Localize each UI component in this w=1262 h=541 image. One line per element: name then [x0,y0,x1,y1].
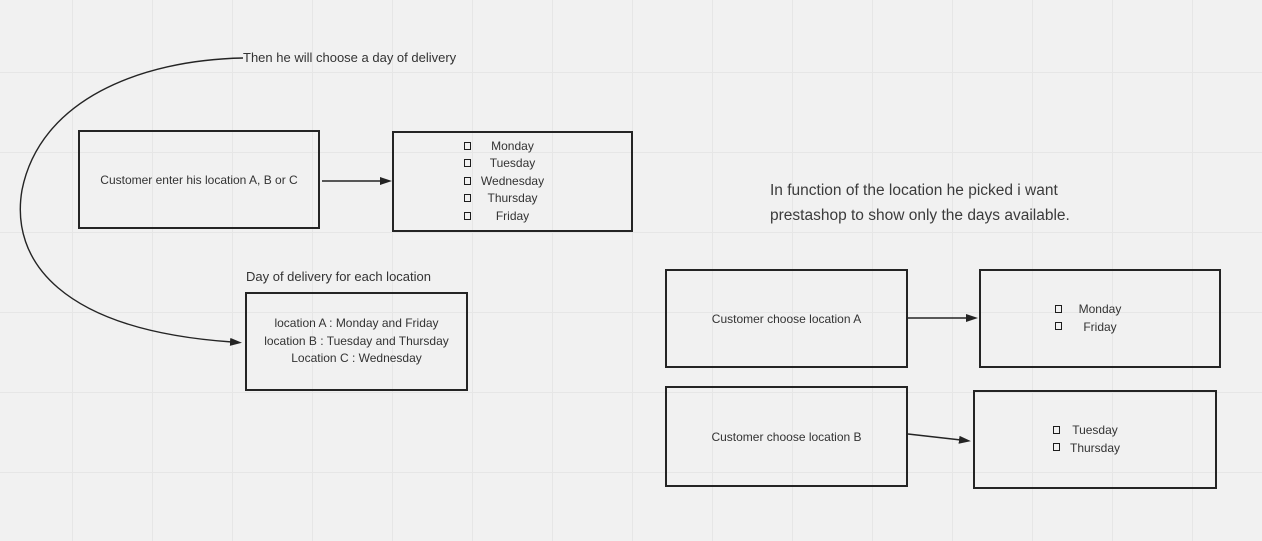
weekday-label: Tuesday [1072,423,1118,437]
note-line-2: prestashop to show only the days availab… [770,206,1070,224]
weekday-label: Wednesday [480,173,545,188]
weekday-label: Thursday [1069,440,1121,455]
box-choose-location-a-label: Customer choose location A [711,311,862,326]
box-days-location-b[interactable]: Tuesday Thursday [973,390,1217,489]
checkbox-icon[interactable] [464,211,471,220]
weekday-row: Tuesday [975,422,1215,440]
weekday-label: Monday [491,138,534,153]
weekday-row: Monday [394,138,631,156]
weekday-row: Thursday [394,190,631,208]
weekday-row: Friday [981,319,1219,337]
checkbox-icon[interactable] [464,159,471,167]
weekday-row: Thursday [975,440,1215,458]
box-days-legend[interactable]: location A : Monday and Friday location … [245,292,468,391]
weekday-row: Friday [394,208,631,226]
note-line-1: In function of the location he picked i … [770,182,1058,199]
weekday-label: Monday [1078,302,1122,316]
weekday-label: Friday [1083,319,1117,334]
weekday-label: Thursday [487,191,538,206]
weekday-row: Tuesday [394,155,631,173]
box-choose-location-b-label: Customer choose location B [711,429,862,444]
checkbox-icon[interactable] [464,141,471,150]
weekday-label: Tuesday [489,156,536,171]
checkbox-icon[interactable] [464,176,471,185]
box-weekdays-all[interactable]: Monday Tuesday Wednesday Thursday Friday [392,131,633,232]
box-choose-location-a[interactable]: Customer choose location A [665,269,908,368]
legend-line-a: location A : Monday and Friday [274,316,439,331]
legend-box-title[interactable]: Day of delivery for each location [246,269,431,284]
checkbox-icon[interactable] [1053,443,1060,452]
curve-annotation-label[interactable]: Then he will choose a day of delivery [243,50,457,65]
legend-line-b: location B : Tuesday and Thursday [264,333,449,348]
checkbox-icon[interactable] [1053,425,1060,434]
note-text[interactable]: In function of the location he picked i … [770,179,1070,228]
arrow-location-b-to-days[interactable] [907,433,971,444]
box-enter-location[interactable]: Customer enter his location A, B or C [78,130,320,229]
legend-line-c: Location C : Wednesday [291,351,422,366]
box-enter-location-label: Customer enter his location A, B or C [100,172,298,187]
checkbox-icon[interactable] [464,194,471,202]
box-days-location-a[interactable]: Monday Friday [979,269,1221,368]
weekday-row: Wednesday [394,173,631,191]
weekday-row: Monday [981,301,1219,319]
checkbox-icon[interactable] [1055,304,1062,313]
weekday-label: Friday [495,208,530,223]
box-choose-location-b[interactable]: Customer choose location B [665,386,908,487]
checkbox-icon[interactable] [1055,322,1062,331]
